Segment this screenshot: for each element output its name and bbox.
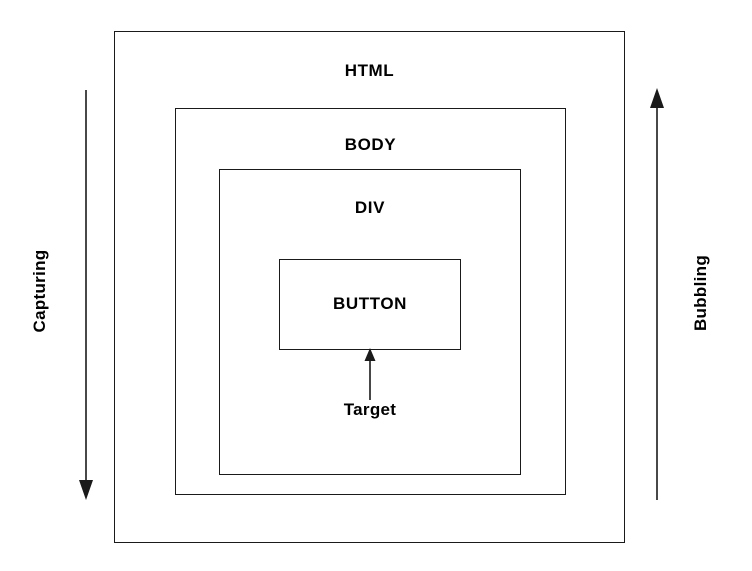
target-label: Target (343, 400, 397, 419)
capturing-label: Capturing (30, 249, 49, 333)
bubbling-arrow-icon (650, 88, 664, 500)
box-body: BODY (175, 108, 566, 495)
box-body-label: BODY (344, 135, 397, 154)
box-html-label: HTML (344, 61, 395, 80)
box-div-label: DIV (354, 198, 386, 217)
box-html: HTML (114, 31, 625, 543)
capturing-arrow-icon (79, 90, 93, 500)
box-button: BUTTON (279, 259, 461, 350)
bubbling-label: Bubbling (691, 254, 710, 332)
box-div: DIV (219, 169, 521, 475)
box-button-label: BUTTON (332, 294, 408, 313)
